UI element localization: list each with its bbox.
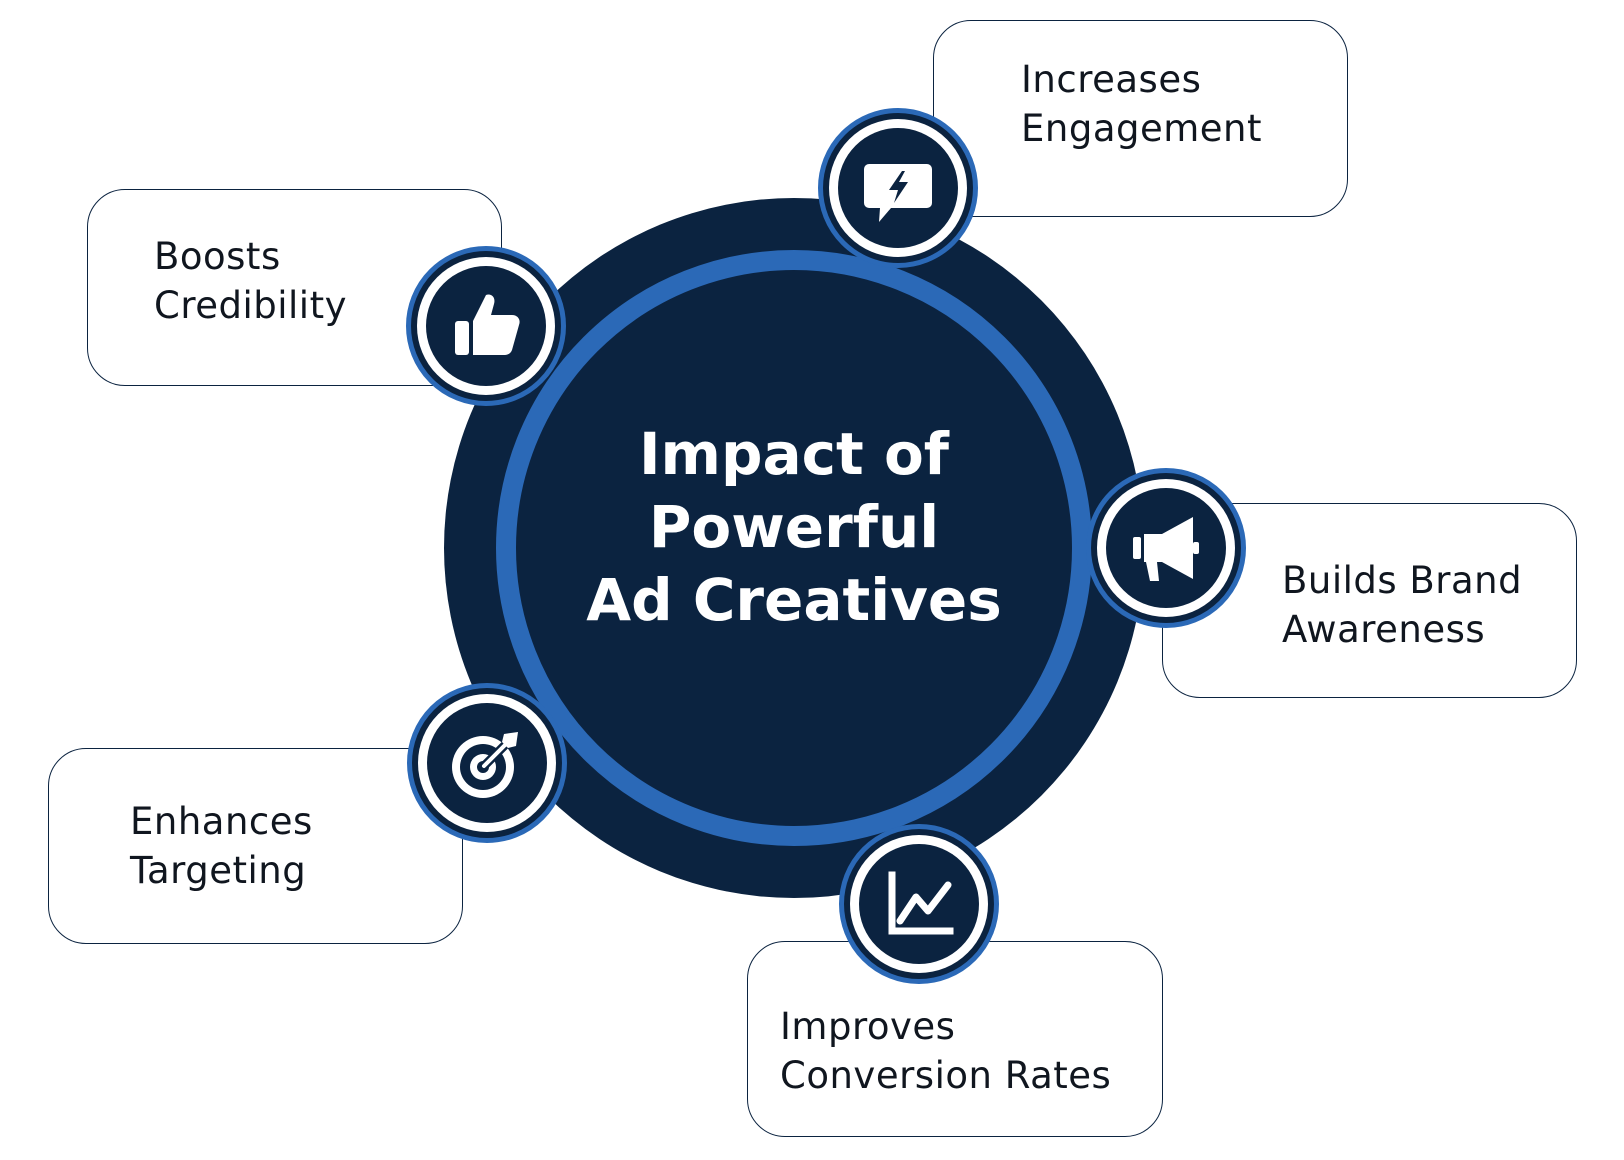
badge-boosts-credibility	[406, 246, 566, 406]
label-line: Credibility	[154, 284, 347, 327]
target-icon	[427, 703, 547, 823]
label-line: Engagement	[1021, 107, 1263, 150]
hub-title-line: Impact of	[638, 420, 950, 488]
label-builds-brand-awareness: Builds Brand Awareness	[1282, 556, 1522, 654]
card-enhances-targeting	[48, 748, 463, 944]
label-line: Targeting	[130, 849, 307, 892]
label-line: Enhances	[130, 800, 313, 843]
badge-increases-engagement	[818, 108, 978, 268]
lightning-chat-icon	[838, 128, 958, 248]
label-line: Improves	[780, 1005, 956, 1048]
label-line: Conversion Rates	[780, 1054, 1112, 1097]
thumbs-up-icon	[426, 266, 546, 386]
label-line: Increases	[1021, 58, 1202, 101]
label-line: Builds Brand	[1282, 559, 1523, 602]
badge-builds-brand-awareness	[1086, 468, 1246, 628]
label-boosts-credibility: Boosts Credibility	[154, 232, 347, 330]
badge-improves-conversion-rates	[839, 824, 999, 984]
label-line: Awareness	[1282, 608, 1486, 651]
badge-enhances-targeting	[407, 683, 567, 843]
line-chart-icon	[859, 844, 979, 964]
card-increases-engagement	[933, 20, 1348, 217]
label-increases-engagement: Increases Engagement	[1021, 55, 1262, 153]
label-enhances-targeting: Enhances Targeting	[130, 797, 313, 895]
hub-title-line: Powerful	[648, 493, 940, 561]
hub-title: Impact of Powerful Ad Creatives	[544, 418, 1044, 637]
label-line: Boosts	[154, 235, 281, 278]
megaphone-icon	[1106, 488, 1226, 608]
hub-title-line: Ad Creatives	[586, 566, 1002, 634]
label-improves-conversion-rates: Improves Conversion Rates	[780, 1002, 1111, 1100]
